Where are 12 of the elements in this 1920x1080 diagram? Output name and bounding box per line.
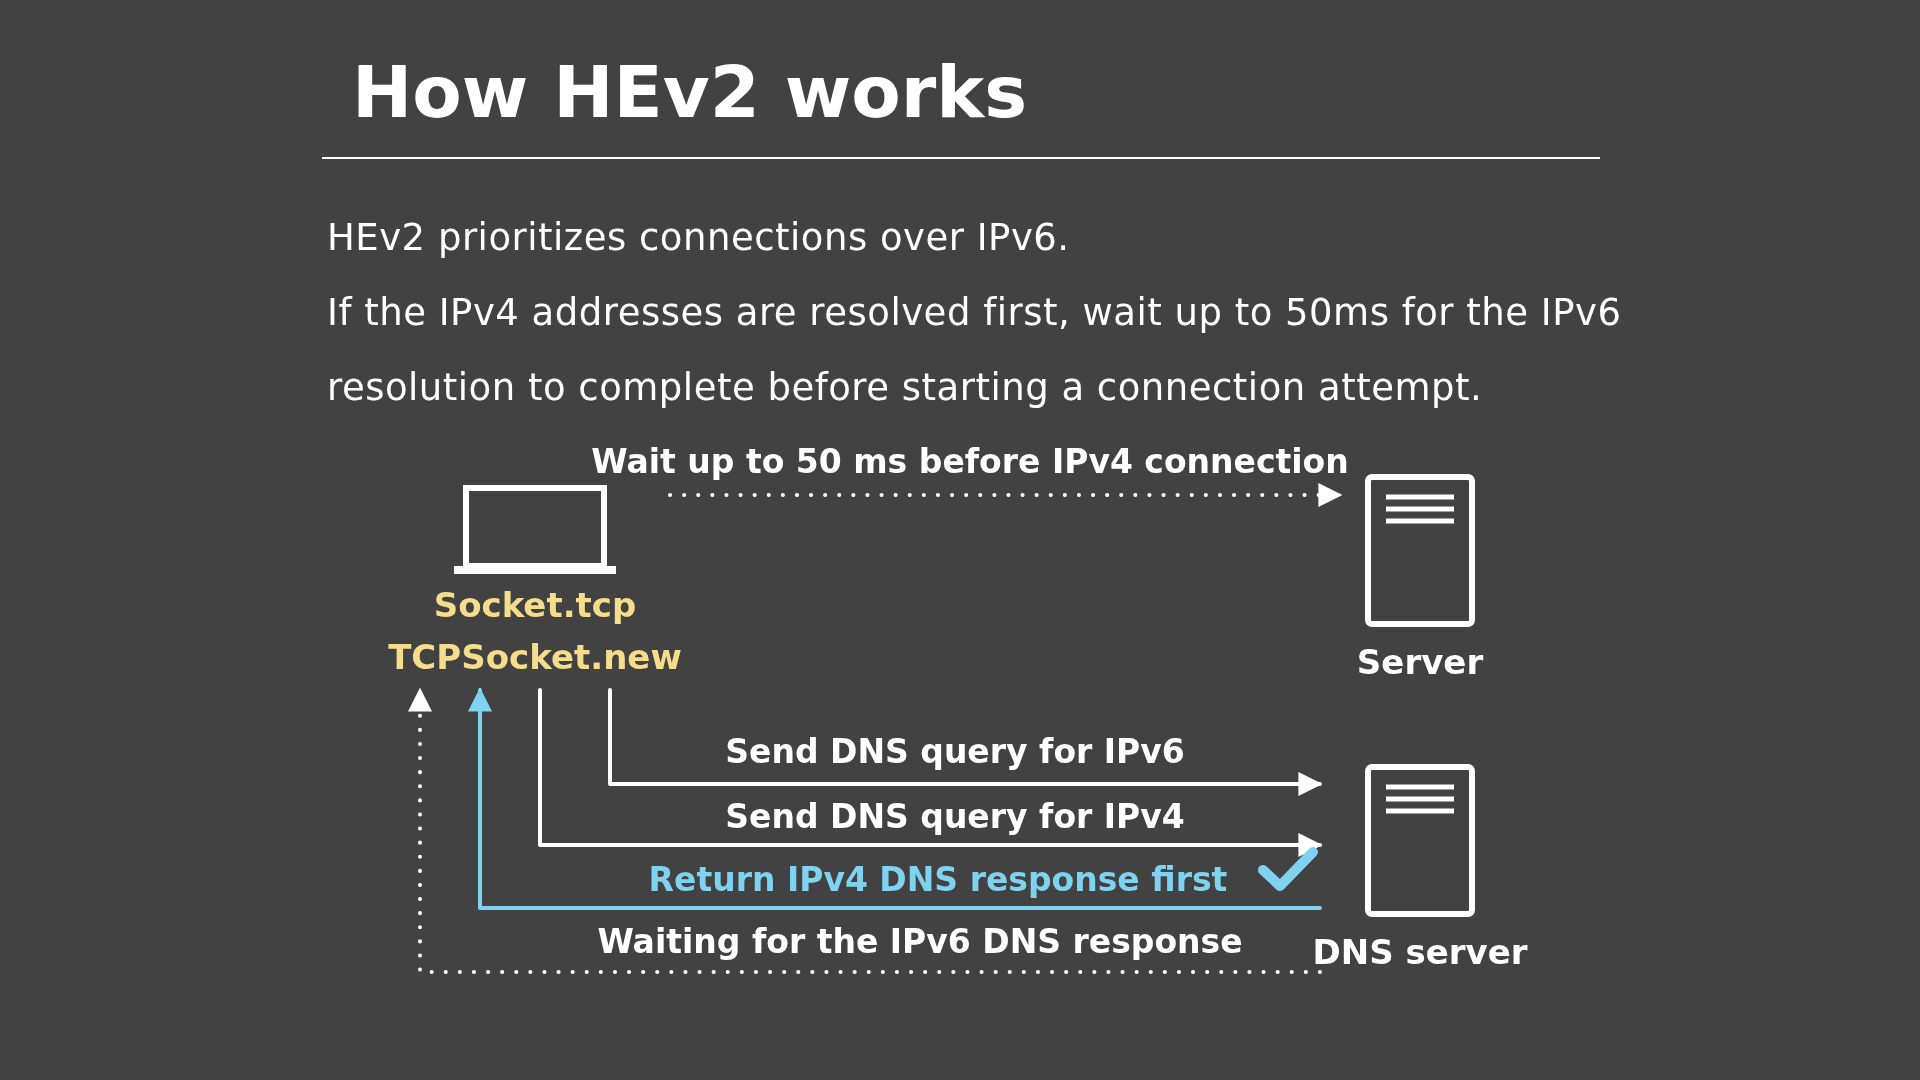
arrow (408, 687, 1322, 974)
node-label: DNS server (1312, 932, 1528, 972)
arrow (668, 483, 1343, 507)
node-label: Socket.tcp (433, 585, 637, 625)
paragraph: If the IPv4 addresses are resolved first, wait up to 50ms for the IPv6 resolution to complete before starting a connection attempt. (327, 290, 1623, 411)
node-label: TCPSocket.new (388, 637, 682, 677)
arrow (538, 688, 1323, 857)
arrow (468, 687, 1322, 910)
paragraph: HEv2 prioritizes connections over IPv6. (327, 215, 1071, 261)
node-label: Server (1356, 642, 1484, 682)
arrow (608, 688, 1323, 796)
title: How HEv2 works (352, 50, 1028, 134)
